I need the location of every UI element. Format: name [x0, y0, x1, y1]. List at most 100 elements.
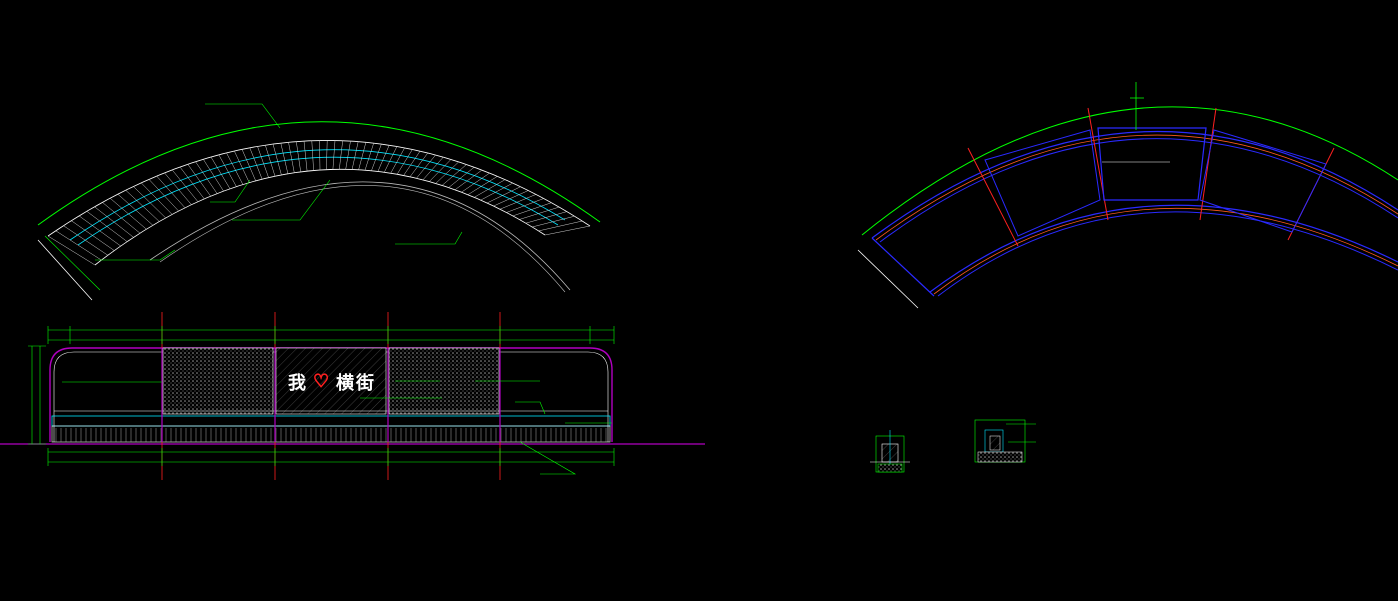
plan-slat — [319, 140, 321, 171]
sign-heart-icon: ♡ — [313, 371, 329, 392]
plan-slat — [272, 143, 282, 175]
plan-slat — [187, 164, 211, 197]
plan-slat — [288, 142, 295, 173]
plan-slat — [429, 159, 452, 182]
plan-slat — [141, 182, 173, 215]
plan-slat — [519, 206, 560, 220]
right-dimension-arc — [861, 106, 1398, 236]
plan-slat — [351, 141, 359, 170]
plan-slat — [172, 169, 199, 202]
plan-path-arc-2 — [159, 185, 566, 293]
plan-leader-2 — [232, 179, 331, 221]
plan-slat — [474, 179, 506, 198]
left-elevation-view: 我 ♡ 横 街 — [0, 312, 705, 480]
plan-slat — [218, 154, 237, 187]
plan-slat — [409, 152, 429, 177]
plan-slat — [102, 202, 141, 234]
plan-slat — [493, 190, 529, 207]
plan-slat — [422, 156, 444, 181]
plan-slat-group — [47, 140, 591, 266]
plan-slat — [133, 186, 166, 219]
sign-char-1: 我 — [288, 373, 306, 394]
plan-slat — [117, 194, 154, 226]
right-blue-inner — [929, 204, 1398, 293]
plan-end-dim-left-2 — [44, 235, 101, 291]
plan-slat — [525, 211, 567, 224]
plan-slat — [296, 141, 301, 172]
plan-slat — [109, 198, 147, 230]
plan-slat — [280, 143, 289, 174]
plan-slat — [512, 202, 552, 217]
plan-slat — [164, 172, 192, 205]
plan-slat — [71, 220, 115, 251]
right-segment-outline — [1097, 127, 1207, 201]
sign-char-3: 街 — [355, 372, 374, 394]
plan-slat — [384, 146, 398, 173]
plan-slat — [257, 146, 269, 178]
panel-perforated-1 — [162, 347, 274, 415]
plan-slat — [78, 215, 121, 247]
plan-slat — [234, 150, 250, 183]
bench-slat-group — [55, 428, 607, 442]
plan-slat — [265, 145, 276, 177]
plan-slat — [480, 182, 513, 201]
plan-leader-4 — [95, 249, 176, 261]
plan-inner-arc — [94, 169, 546, 266]
plan-slat — [396, 149, 413, 175]
detail-section-1 — [870, 430, 910, 473]
plan-slat — [311, 140, 314, 171]
right-end-dim — [857, 249, 919, 309]
right-red-outer — [875, 134, 1398, 241]
plan-slat — [454, 169, 483, 191]
right-end-cap — [871, 237, 935, 297]
plan-slat — [371, 144, 382, 171]
plan-slat — [532, 215, 575, 228]
plan-slat — [358, 142, 367, 170]
top-dimension-chain — [47, 326, 615, 344]
panel-separators — [161, 348, 501, 442]
plan-slat — [416, 154, 436, 179]
plan-slat — [486, 186, 521, 204]
plan-slat — [179, 166, 205, 200]
plan-slat — [125, 190, 160, 222]
plan-slat — [63, 225, 109, 256]
plan-slat — [94, 206, 134, 238]
right-segment-outline-2 — [984, 129, 1101, 237]
plan-slat — [195, 161, 218, 194]
plan-slat — [226, 152, 244, 185]
plan-slat — [156, 175, 186, 208]
plan-slat — [55, 230, 102, 261]
plan-slat — [435, 161, 459, 184]
plan-slat — [467, 176, 498, 195]
plan-slat — [377, 145, 390, 172]
plan-end-dim-left — [37, 239, 93, 301]
plan-slat — [303, 141, 308, 172]
plan-slat — [461, 172, 490, 193]
left-plan-view — [37, 103, 601, 301]
right-plan-view — [857, 82, 1398, 309]
plan-slat — [448, 167, 475, 188]
plan-slat — [345, 141, 351, 170]
plan-slat — [506, 198, 544, 213]
plan-slat — [249, 147, 263, 180]
plan-slat — [241, 149, 256, 181]
plan-slat — [148, 179, 179, 212]
elevation-leaders — [62, 380, 612, 475]
plan-slat — [390, 147, 405, 174]
detail-section-2 — [974, 419, 1036, 463]
plan-slat — [86, 211, 128, 242]
plan-slat — [210, 156, 231, 189]
right-red-inner — [933, 207, 1398, 295]
plan-leader-3 — [395, 231, 463, 245]
plan-slat — [332, 140, 336, 170]
plan-slat — [203, 159, 224, 192]
plan-outer-arc — [47, 140, 591, 237]
plan-path-arc — [149, 181, 571, 291]
plan-slat — [339, 140, 343, 170]
right-blue-outer-2 — [879, 138, 1398, 243]
plan-dimension-arc — [37, 121, 601, 226]
right-blue-inner-2 — [937, 211, 1398, 297]
plan-slat — [403, 150, 421, 176]
plan-slat — [499, 194, 537, 210]
